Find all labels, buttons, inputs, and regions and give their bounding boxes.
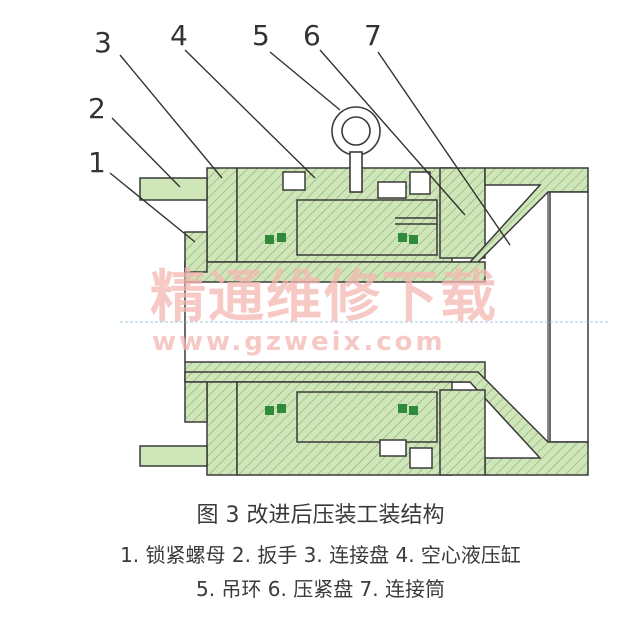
lower-assembly xyxy=(139,361,589,476)
press-plate-lower xyxy=(439,389,486,476)
upper-assembly xyxy=(139,167,589,443)
callout-6: 6 xyxy=(303,19,321,52)
lock-nut-lower xyxy=(184,381,208,423)
callout-3: 3 xyxy=(94,26,112,59)
callout-4: 4 xyxy=(170,19,188,52)
connecting-disk-lower xyxy=(206,381,238,476)
piston-lower xyxy=(296,391,438,443)
callout-2: 2 xyxy=(88,92,106,125)
figure-title: 图 3 改进后压装工装结构 xyxy=(196,503,445,528)
legend-line-1: 1. 锁紧螺母 2. 扳手 3. 连接盘 4. 空心液压缸 xyxy=(120,543,521,567)
watermark-url: www.gzweix.com xyxy=(152,327,446,357)
callout-5: 5 xyxy=(252,19,270,52)
callout-1: 1 xyxy=(88,146,106,179)
lifting-ring xyxy=(331,106,381,193)
leader-lines xyxy=(109,49,511,246)
watermark-cn: 精通维修下载 xyxy=(150,265,498,330)
seals-upper xyxy=(265,233,418,244)
lock-nut-upper xyxy=(184,231,208,273)
wrench-upper xyxy=(139,177,208,201)
connecting-disk-upper xyxy=(206,167,238,269)
legend-line-2: 5. 吊环 6. 压紧盘 7. 连接筒 xyxy=(195,577,446,601)
wrench-lower xyxy=(139,445,208,467)
seals-lower xyxy=(265,404,418,415)
piston-upper xyxy=(296,199,438,256)
press-tool-diagram: 1 2 3 4 5 6 7 精通维修下载 www.gzweix.com xyxy=(88,19,610,476)
callout-7: 7 xyxy=(364,19,382,52)
